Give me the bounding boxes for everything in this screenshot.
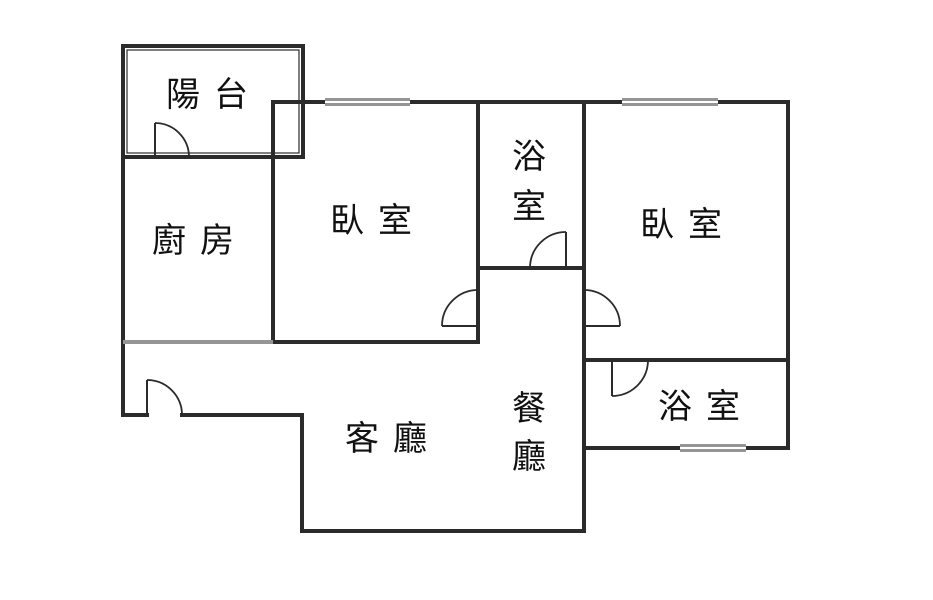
bath-top-wall [476, 100, 586, 270]
door-entry-swing [146, 379, 183, 416]
living-wall [180, 413, 586, 533]
label-bedroom-left: 臥室 [330, 201, 426, 241]
walls [121, 44, 790, 533]
door-bedroom-right-swing [583, 289, 621, 327]
door-bath-bottom-swing [611, 359, 649, 397]
windows [123, 98, 746, 452]
label-bath-bottom: 浴室 [658, 387, 754, 427]
door-bedroom-left-swing [441, 289, 479, 327]
room-labels: 陽台 廚房 臥室 浴 室 臥室 客廳 餐 廳 浴室 [152, 75, 754, 477]
label-dining-2: 廳 [512, 437, 546, 477]
label-kitchen: 廚房 [152, 221, 248, 261]
label-bath-top-1: 浴 [512, 137, 546, 177]
label-living: 客廳 [345, 419, 441, 459]
door-bath-top-swing [529, 231, 567, 269]
doors [146, 122, 649, 416]
label-dining-1: 餐 [512, 389, 546, 429]
entry-wall-left [121, 340, 149, 417]
label-bath-top-2: 室 [512, 187, 546, 227]
label-bedroom-right: 臥室 [640, 205, 736, 245]
label-balcony: 陽台 [166, 75, 262, 115]
door-balcony-swing [154, 122, 190, 158]
